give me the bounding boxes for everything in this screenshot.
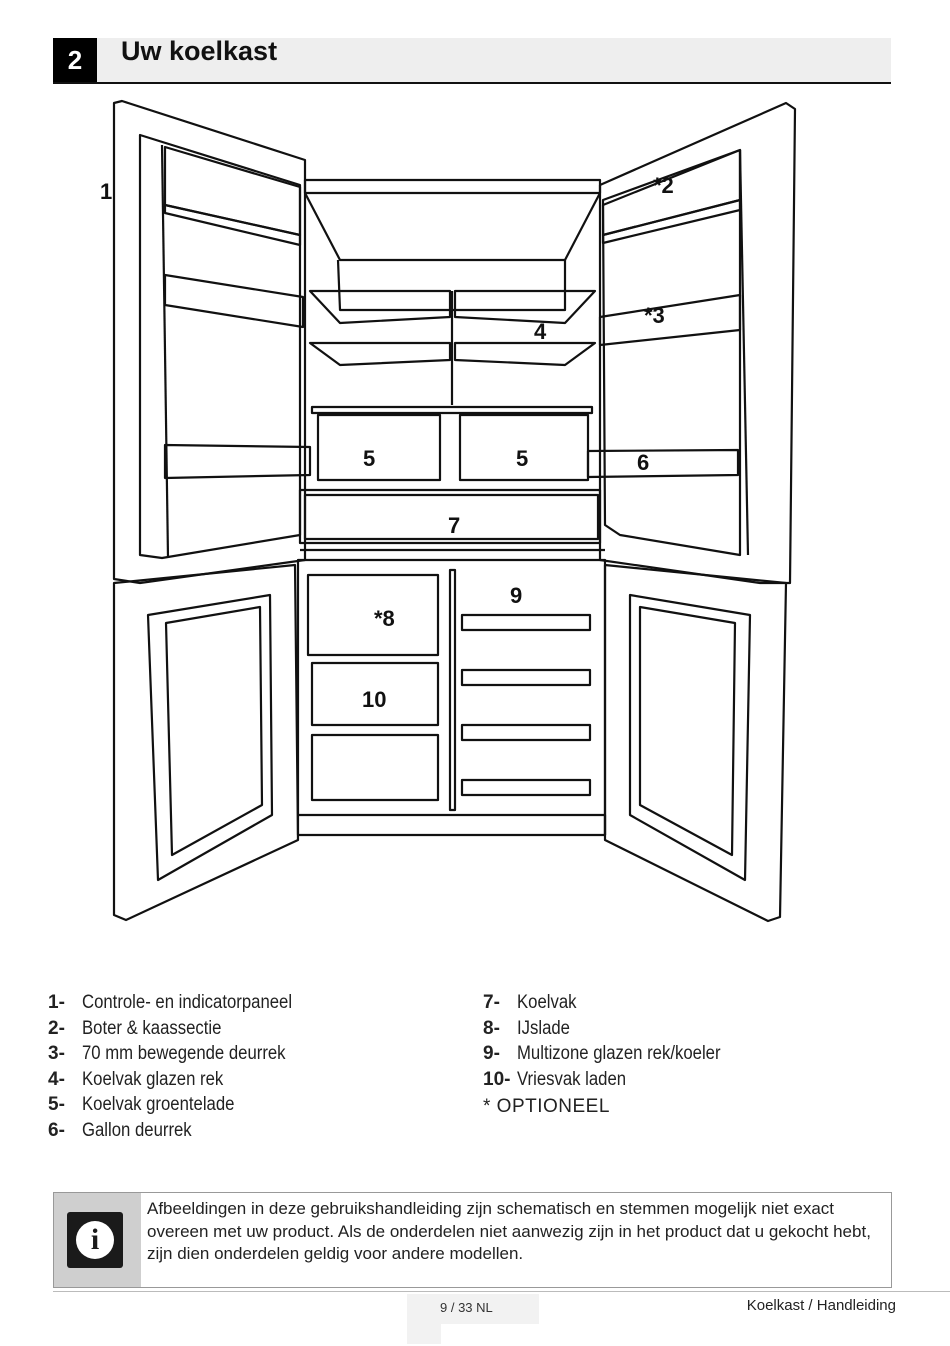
fridge-diagram: 1 *2 *3 4 5 5 6 7 *8 9 10 [100, 95, 800, 930]
footer-document-title: Koelkast / Handleiding [746, 1297, 896, 1314]
footer-divider [53, 1291, 950, 1292]
legend-item: 2-Boter & kaassectie [48, 1017, 222, 1039]
callout-6: 6 [637, 450, 649, 475]
page-number: 9 / 33 NL [440, 1300, 493, 1315]
legend-item: 6-Gallon deurrek [48, 1119, 192, 1141]
legend-item: 1-Controle- en indicatorpaneel [48, 992, 293, 1013]
callout-4: 4 [534, 319, 547, 344]
info-icon-panel: i [54, 1193, 141, 1287]
legend-item: 3-70 mm bewegende deurrek [48, 1043, 286, 1065]
page-number-box [407, 1294, 539, 1324]
legend-right: 7-Koelvak 8-IJslade 9-Multizone glazen r… [483, 990, 748, 1120]
legend-item: 8-IJslade [483, 1017, 570, 1039]
legend-item: 7-Koelvak [483, 992, 577, 1013]
optional-note: * OPTIONEEL [483, 1096, 610, 1118]
legend-item: 9-Multizone glazen rek/koeler [483, 1043, 721, 1065]
legend-item: 4-Koelvak glazen rek [48, 1068, 224, 1090]
section-header: 2 Uw koelkast [53, 38, 891, 84]
info-box: i Afbeeldingen in deze gebruikshandleidi… [53, 1192, 892, 1288]
legend-item: 10-Vriesvak laden [483, 1068, 627, 1090]
callout-8: *8 [374, 606, 395, 631]
legend-left: 1-Controle- en indicatorpaneel 2-Boter &… [48, 990, 321, 1144]
page-title: Uw koelkast [121, 36, 278, 66]
callout-5a: 5 [363, 446, 375, 471]
legend-item: 5-Koelvak groentelade [48, 1094, 235, 1116]
callout-7: 7 [448, 513, 460, 538]
info-text: Afbeeldingen in deze gebruikshandleiding… [147, 1199, 871, 1263]
info-icon: i [67, 1212, 123, 1268]
callout-2: *2 [653, 173, 674, 198]
fridge-illustration: 1 *2 *3 4 5 5 6 7 *8 9 10 [100, 99, 797, 923]
callout-1: 1 [100, 179, 112, 204]
section-number: 2 [53, 38, 97, 82]
callout-9: 9 [510, 583, 522, 608]
callout-5b: 5 [516, 446, 528, 471]
callout-3: *3 [644, 303, 665, 328]
callout-10: 10 [362, 687, 386, 712]
page-number-box-tail [407, 1324, 441, 1344]
